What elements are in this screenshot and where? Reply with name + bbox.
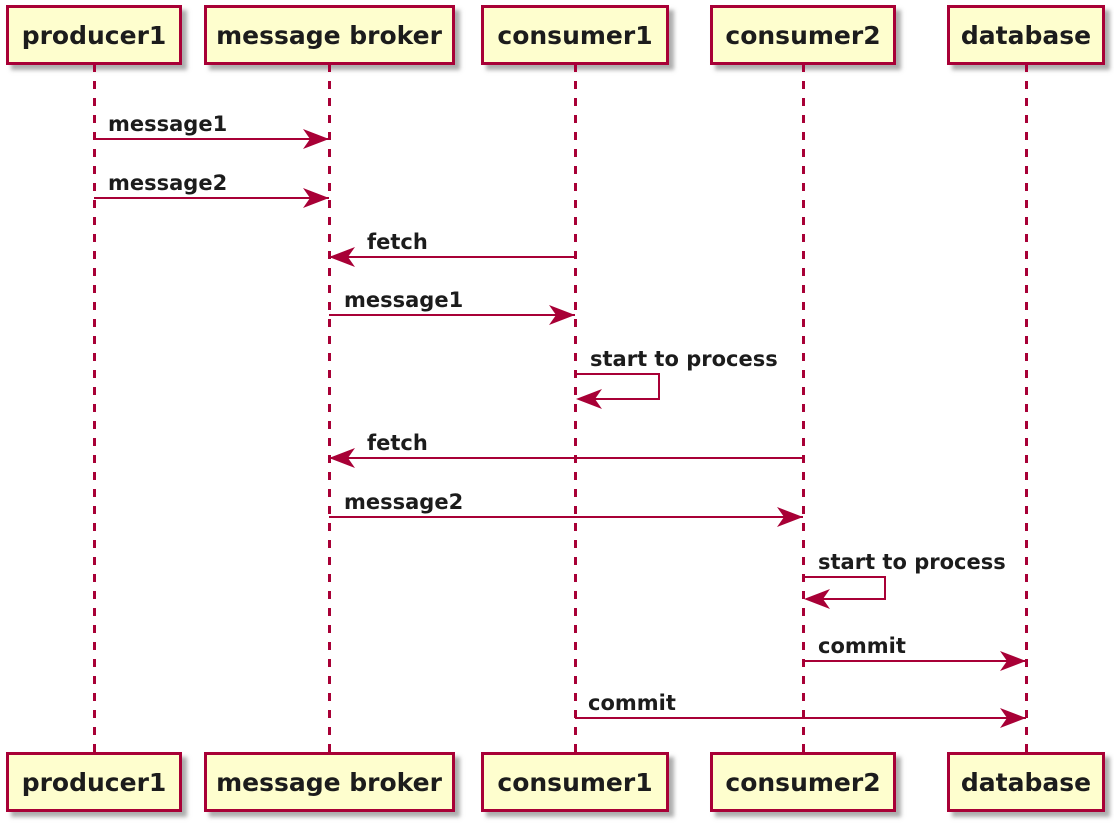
message-line <box>803 660 1026 662</box>
participant-box-bottom-consumer2: consumer2 <box>710 752 896 812</box>
message-label-message1: message1 <box>108 112 228 136</box>
participant-box-top-database: database <box>947 5 1105 65</box>
participant-box-top-producer1: producer1 <box>6 5 182 65</box>
message-line <box>329 516 803 518</box>
self-message-loop-top <box>803 576 886 578</box>
message-line <box>94 138 329 140</box>
message-line <box>329 256 575 258</box>
message-label-message1: message1 <box>344 288 464 312</box>
self-message-loop-side <box>658 373 660 400</box>
message-label-fetch: fetch <box>367 431 428 455</box>
participant-box-top-consumer2: consumer2 <box>710 5 896 65</box>
message-label-start-to-process: start to process <box>818 550 1006 574</box>
self-message-loop-side <box>884 576 886 600</box>
message-line <box>329 314 575 316</box>
message-label-message2: message2 <box>344 490 464 514</box>
message-label-commit: commit <box>588 691 676 715</box>
participant-box-bottom-producer1: producer1 <box>6 752 182 812</box>
message-label-commit: commit <box>818 634 906 658</box>
lifeline-producer1 <box>93 64 96 753</box>
message-label-message2: message2 <box>108 171 228 195</box>
lifeline-consumer1 <box>574 64 577 753</box>
participant-box-bottom-consumer1: consumer1 <box>481 752 669 812</box>
lifeline-consumer2 <box>802 64 805 753</box>
participant-box-bottom-database: database <box>947 752 1105 812</box>
message-line <box>575 717 1026 719</box>
lifeline-database <box>1025 64 1028 753</box>
participant-box-top-consumer1: consumer1 <box>481 5 669 65</box>
self-message-loop-top <box>575 373 660 375</box>
message-line <box>94 197 329 199</box>
message-label-start-to-process: start to process <box>590 347 778 371</box>
participant-box-bottom-message-broker: message broker <box>203 752 455 812</box>
message-line <box>329 457 803 459</box>
participant-box-top-message-broker: message broker <box>203 5 455 65</box>
lifeline-message-broker <box>328 64 331 753</box>
self-message-loop-bottom <box>593 398 660 400</box>
self-message-loop-bottom <box>821 598 886 600</box>
message-label-fetch: fetch <box>367 230 428 254</box>
